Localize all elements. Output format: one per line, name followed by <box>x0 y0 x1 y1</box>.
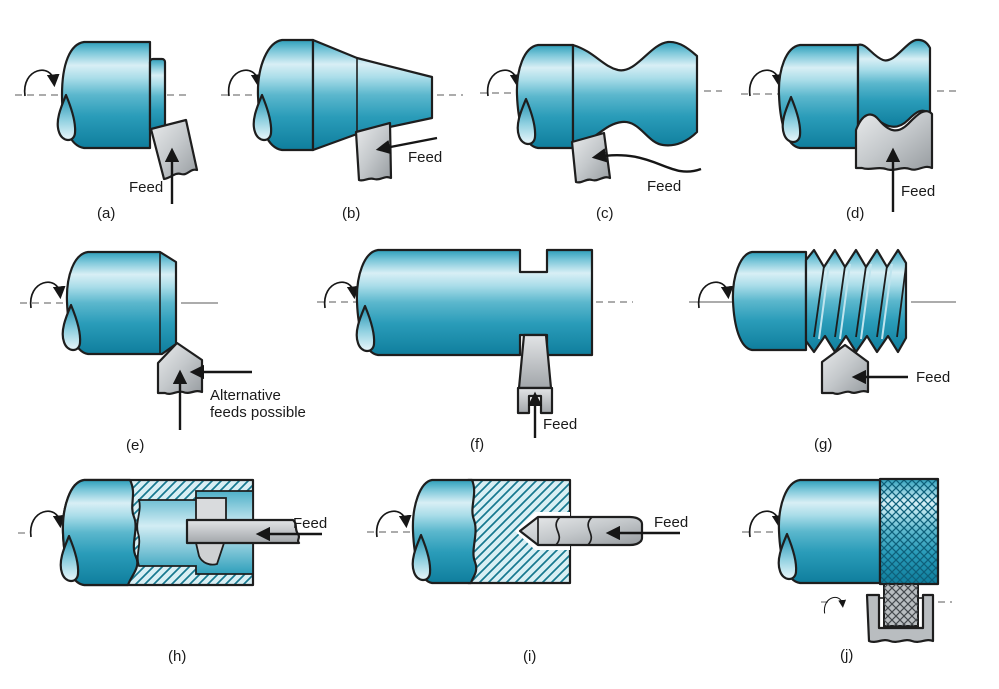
knurl-band <box>878 477 940 586</box>
rotation-arrow-icon <box>29 510 61 538</box>
panel-label: (i) <box>523 648 536 665</box>
panel-label: (g) <box>814 436 832 453</box>
feed-label: Feed <box>129 179 163 196</box>
feed-label: Feed <box>654 514 688 531</box>
rotation-arrow-icon <box>29 281 61 309</box>
panel-e: Alternative feeds possible (e) <box>20 250 306 454</box>
panel-label: (d) <box>846 205 864 222</box>
panel-label: (b) <box>342 205 360 222</box>
panel-label: (j) <box>840 647 853 664</box>
rotation-arrow-icon <box>486 69 518 97</box>
rotation-arrow-icon <box>323 281 355 309</box>
cutting-tool <box>149 118 199 181</box>
panel-j: (j) <box>742 477 952 664</box>
panel-c: Feed (c) <box>480 40 722 222</box>
feed-arrow-icon <box>375 136 438 155</box>
panel-f: Feed (f) <box>317 248 633 453</box>
panel-i: Feed (i) <box>367 478 688 665</box>
panel-label: (f) <box>470 436 484 453</box>
knurling-wheel <box>883 583 919 627</box>
workpiece-body <box>60 40 152 150</box>
thread-flank-lines <box>813 265 907 338</box>
boring-insert-block <box>195 497 227 521</box>
note-label-line1: Alternative <box>210 387 281 404</box>
threading-tool <box>820 343 870 395</box>
panel-label: (e) <box>126 437 144 454</box>
rotation-arrow-icon <box>227 69 259 97</box>
panel-h: Feed (h) <box>18 478 327 665</box>
contour-section <box>571 40 699 150</box>
thread-section <box>804 248 908 354</box>
cutting-tool <box>156 341 204 395</box>
panel-label: (a) <box>97 205 115 222</box>
workpiece-body <box>777 478 882 585</box>
cutting-tool <box>570 131 612 184</box>
note-label-line2: feeds possible <box>210 404 306 421</box>
panel-a: Feed (a) <box>15 40 199 222</box>
boring-bar <box>185 518 301 545</box>
feed-label: Feed <box>408 149 442 166</box>
rotation-arrow-icon <box>375 510 407 538</box>
boring-cutter <box>194 542 226 566</box>
rotation-arrow-icon <box>697 281 729 309</box>
tool-rotation-arrow-icon <box>823 596 844 614</box>
rotation-arrow-icon <box>23 69 55 97</box>
feed-label: Feed <box>916 369 950 386</box>
feed-label: Feed <box>543 416 577 433</box>
workpiece-body <box>731 250 808 352</box>
feed-label: Feed <box>293 515 327 532</box>
cutting-tool <box>354 121 393 182</box>
rotation-arrow-icon <box>748 69 780 97</box>
panel-label: (h) <box>168 648 186 665</box>
parting-blade <box>517 333 553 390</box>
thread-highlight-lines <box>818 263 893 340</box>
panel-g: Feed (g) <box>689 248 956 453</box>
drill-flutes <box>537 516 593 546</box>
workpiece-step <box>148 57 167 135</box>
panel-d: Feed (d) <box>741 38 958 222</box>
form-tool <box>854 109 934 171</box>
feed-label: Feed <box>901 183 935 200</box>
knurling-tool-holder <box>865 593 935 643</box>
uncut-stock <box>61 478 139 587</box>
panel-b: Feed (b) <box>221 38 463 222</box>
workpiece-body <box>355 248 594 357</box>
feed-arrow-icon <box>591 148 702 173</box>
rotation-arrow-icon <box>748 510 780 538</box>
panel-label: (c) <box>596 205 614 222</box>
feed-label: Feed <box>647 178 681 195</box>
